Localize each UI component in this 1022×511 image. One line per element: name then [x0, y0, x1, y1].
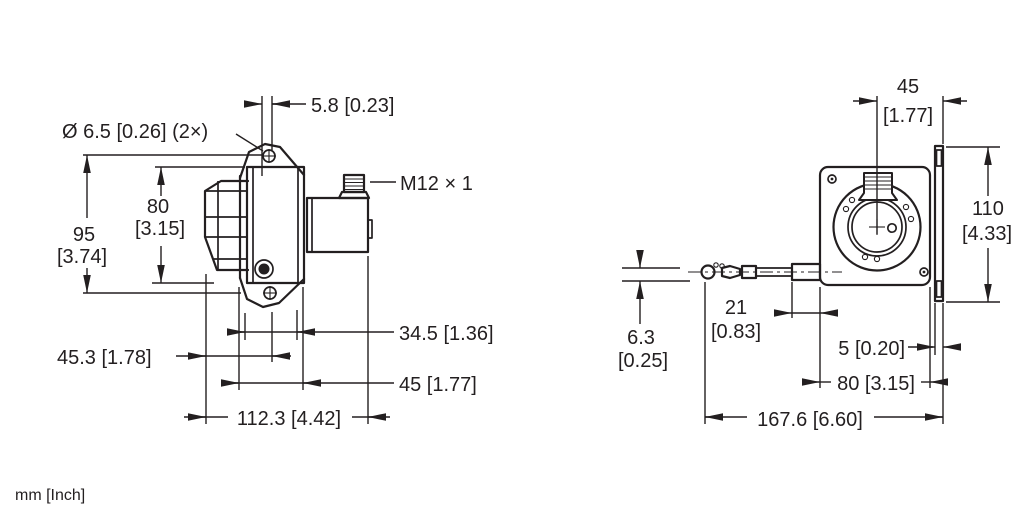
dim-flange-thickness: 5 [0.20]	[838, 303, 961, 360]
rope-guide-in: [0.83]	[711, 321, 761, 343]
dim-center-to-edge: 45 [1.77]	[853, 76, 967, 234]
hole-spacing-mm: 95	[73, 224, 95, 246]
dim-face-to-connector: 34.5 [1.36]	[227, 310, 494, 345]
dim-connector-thread: M12 × 1	[370, 173, 473, 195]
m12-connector	[337, 173, 371, 200]
body-height-in: [3.15]	[135, 218, 185, 240]
flange-thickness-label: 5 [0.20]	[838, 338, 905, 360]
flange-height-in: [4.33]	[962, 223, 1012, 245]
dim-plate-width: 80 [3.15]	[802, 287, 948, 395]
dim-flange-height: 110 [4.33]	[946, 146, 1012, 303]
m12-connector-top	[858, 172, 898, 201]
mounting-tab-bottom	[238, 276, 306, 309]
body-height-mm: 80	[147, 196, 169, 218]
drum-to-hole-axis-label: 45.3 [1.78]	[57, 347, 152, 369]
mounting-plate	[818, 165, 932, 287]
hole-spacing-in: [3.74]	[57, 246, 107, 268]
center-to-edge-mm: 45	[897, 76, 919, 98]
dim-front-total-length: 112.3 [4.42]	[184, 256, 390, 430]
dim-rope-guide: 21 [0.83]	[711, 282, 838, 388]
dim-bracket-width: 45 [1.77]	[221, 287, 477, 396]
measuring-rope	[688, 262, 842, 282]
flange-height-mm: 110	[972, 198, 1004, 220]
dim-hole-spacing: 95 [3.74]	[57, 154, 263, 294]
face-to-connector-label: 34.5 [1.36]	[399, 323, 494, 345]
hole-diameter-label: Ø 6.5 [0.26] (2×)	[62, 121, 208, 143]
rope-guide-mm: 21	[725, 297, 747, 319]
mounting-bracket	[238, 165, 306, 285]
rope-eyelet-in: [0.25]	[618, 350, 668, 372]
flange-strip	[933, 144, 945, 303]
connector-thread-label: M12 × 1	[400, 173, 473, 195]
side-view: 45 [1.77] 110 [4.33] 6.3 [0.25]	[618, 76, 1012, 431]
units-note: mm [Inch]	[15, 487, 85, 504]
encoder-body	[305, 196, 373, 254]
side-total-length-label: 167.6 [6.60]	[757, 409, 863, 431]
hole-offset-label: 5.8 [0.23]	[311, 95, 394, 117]
center-to-edge-in: [1.77]	[883, 105, 933, 127]
dim-hole-diameter: Ø 6.5 [0.26] (2×)	[62, 121, 264, 152]
dim-hole-offset: 5.8 [0.23]	[244, 95, 394, 176]
dim-rope-eyelet: 6.3 [0.25]	[618, 250, 690, 372]
bracket-width-label: 45 [1.77]	[399, 374, 477, 396]
dim-drum-to-hole-axis: 45.3 [1.78]	[57, 274, 291, 424]
rope-eyelet-mm: 6.3	[627, 327, 655, 349]
mounting-tab-top	[238, 142, 306, 180]
plate-width-label: 80 [3.15]	[837, 373, 915, 395]
drum-cover	[203, 179, 250, 272]
dim-body-height: 80 [3.15]	[135, 166, 245, 284]
dim-side-total-length: 167.6 [6.60]	[704, 282, 944, 431]
cable-grommet	[254, 259, 274, 279]
front-total-length-label: 112.3 [4.42]	[237, 408, 341, 430]
front-view: Ø 6.5 [0.26] (2×) 5.8 [0.23] 95 [3.74]	[57, 95, 494, 430]
